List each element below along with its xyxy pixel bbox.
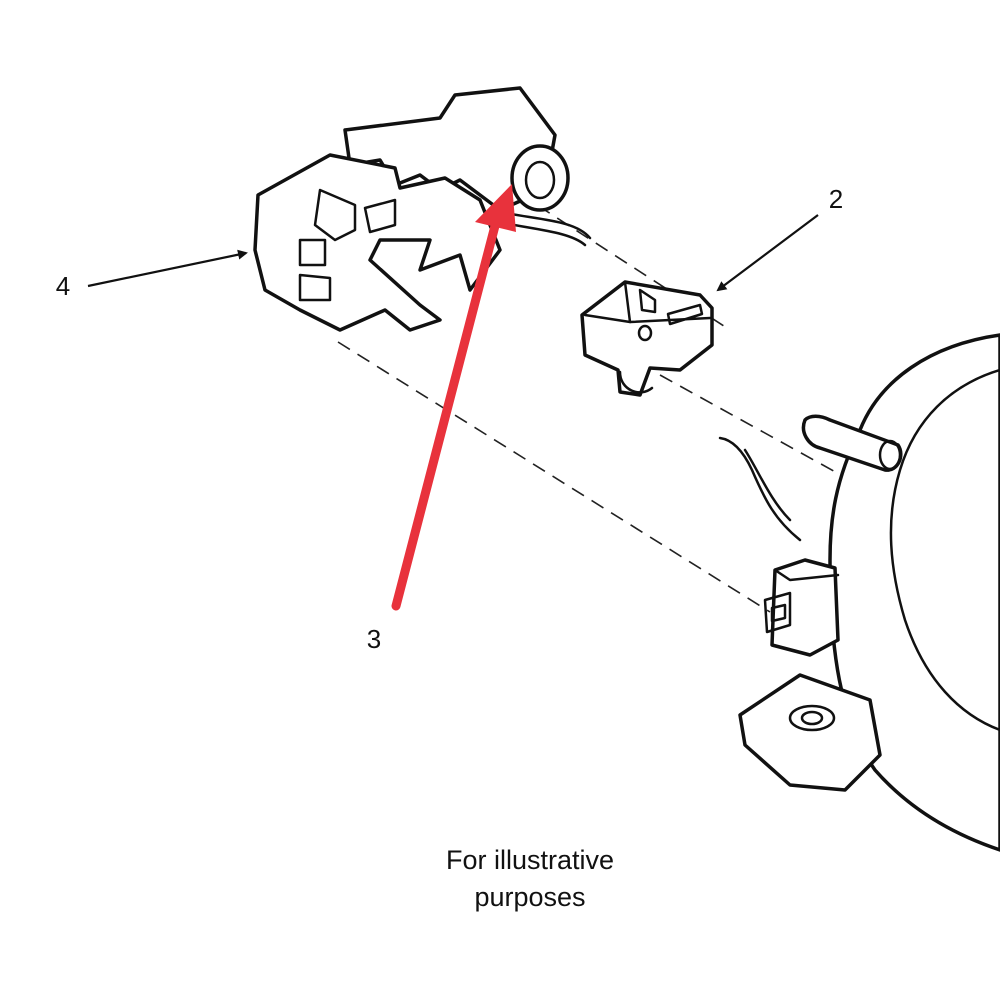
start-relay-part-2 (580, 280, 714, 397)
callout-label-4: 4 (56, 271, 70, 301)
leader-lines (87, 214, 819, 292)
callout-label-2: 2 (829, 184, 843, 214)
compressor-unit (718, 333, 1000, 852)
highlight-arrow-item-3 (391, 184, 516, 611)
caption-line-1: For illustrative (446, 845, 614, 875)
relay-cover-part-4 (253, 86, 592, 332)
callout-label-3: 3 (367, 624, 381, 654)
leader-line-4 (87, 249, 248, 288)
leader-line-2 (716, 214, 819, 292)
caption-line-2: purposes (474, 882, 585, 912)
